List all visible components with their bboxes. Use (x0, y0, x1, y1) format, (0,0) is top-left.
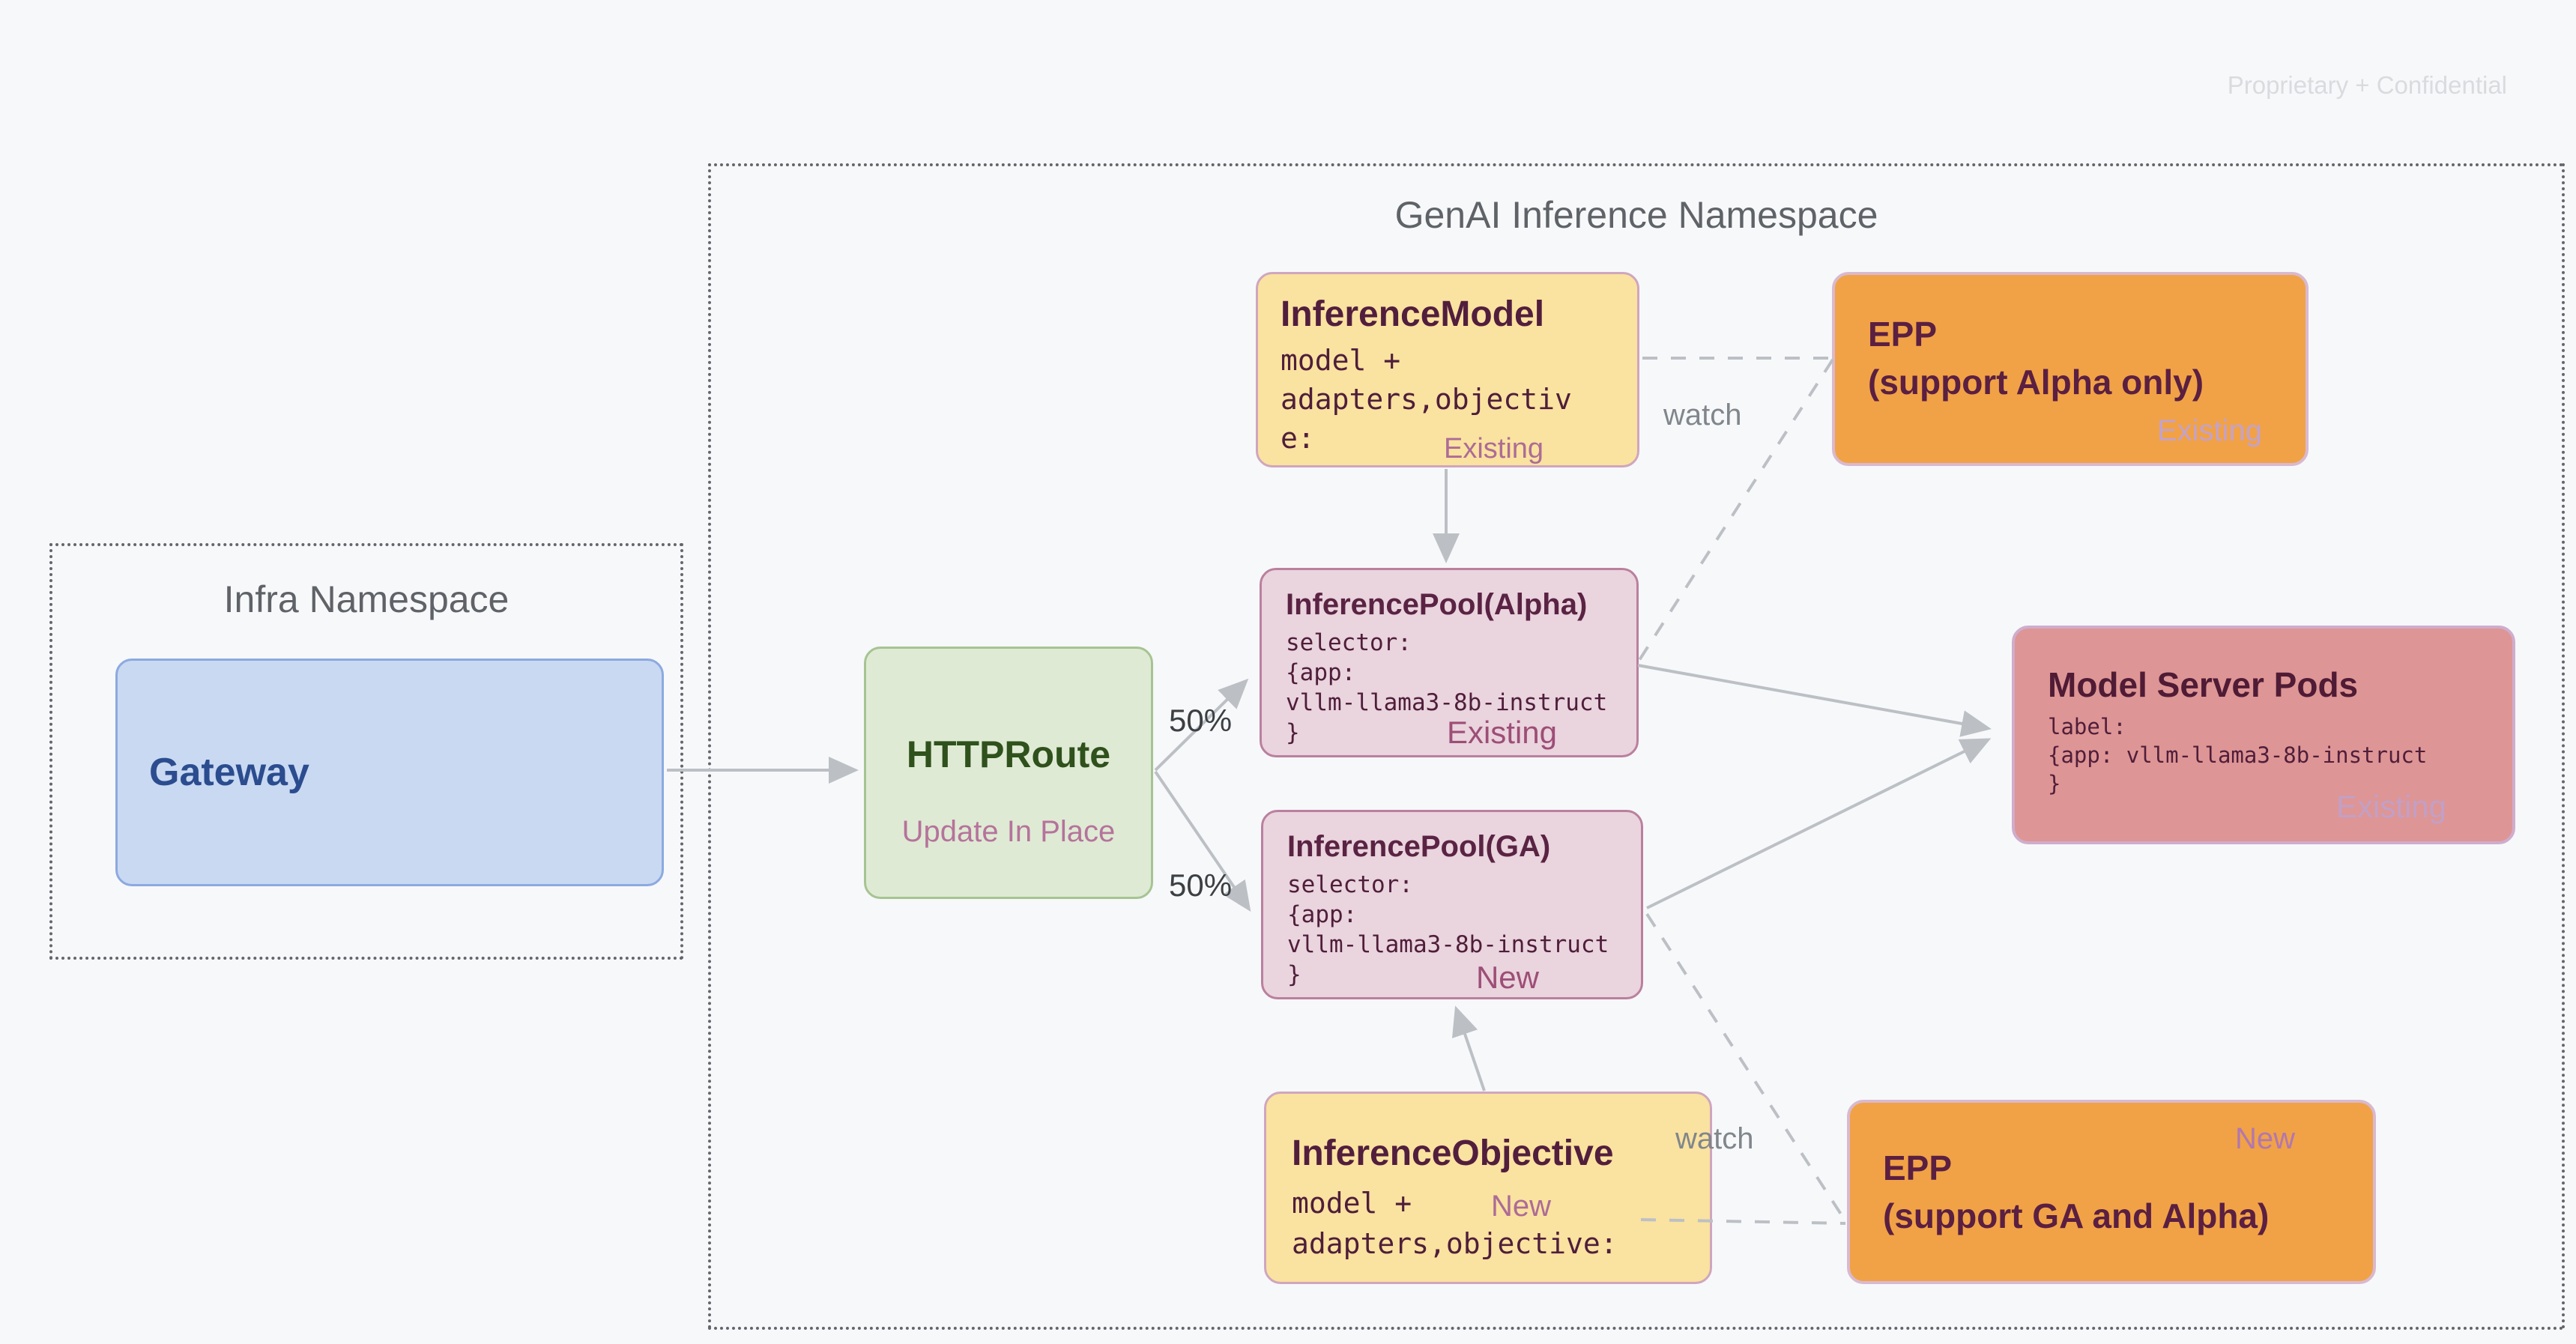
status-badge: New (1475, 960, 1539, 995)
status-badge: New (1491, 1190, 1552, 1223)
httproute-title: HTTPRoute (906, 733, 1111, 775)
epp-alpha-node: EPP (support Alpha only) Existing (1832, 272, 2309, 466)
pool-ga-title: InferencePool(GA) (1287, 830, 1551, 863)
httproute-subtitle: Update In Place (901, 815, 1116, 848)
model-server-pods-node: Model Server Pods label: {app: vllm-llam… (2012, 626, 2515, 844)
inference-model-node: InferenceModel model + adapters,objectiv… (1256, 272, 1639, 467)
epp-alpha-title-line1: EPP (1868, 314, 1938, 354)
code-line: } (1286, 719, 1300, 746)
pool-alpha-code: selector: {app: vllm-llama3-8b-instruct … (1286, 628, 1612, 748)
inference-objective-title: InferenceObjective (1292, 1133, 1614, 1173)
traffic-split-label-top: 50% (1169, 703, 1233, 738)
status-badge: Existing (2335, 789, 2446, 824)
inference-pool-alpha-node: InferencePool(Alpha) selector: {app: vll… (1260, 568, 1639, 757)
infra-namespace-box: Infra Namespace (49, 543, 683, 960)
infra-namespace-title: Infra Namespace (223, 578, 510, 620)
code-line: label: (2048, 714, 2126, 739)
pool-alpha-title: InferencePool(Alpha) (1286, 588, 1588, 621)
inference-model-code: model + adapters,objectiv e: (1281, 341, 1615, 458)
watermark: Proprietary + Confidential (2227, 71, 2507, 99)
code-line: vllm-llama3-8b-instruct (1287, 931, 1609, 958)
code-line: model + (1281, 344, 1401, 377)
code-line: adapters,objective: (1292, 1227, 1618, 1260)
gateway-node: Gateway (115, 659, 664, 886)
genai-namespace-title: GenAI Inference Namespace (1394, 194, 1878, 236)
inference-objective-code: model + adapters,objective: (1292, 1183, 1684, 1264)
code-line: selector: (1286, 629, 1412, 656)
model-server-pods-title: Model Server Pods (2048, 665, 2359, 704)
status-badge: Existing (1444, 433, 1544, 464)
watch-label-bottom: watch (1675, 1122, 1754, 1155)
inference-pool-ga-node: InferencePool(GA) selector: {app: vllm-l… (1261, 810, 1643, 999)
inference-objective-node: InferenceObjective model + adapters,obje… (1264, 1092, 1712, 1284)
traffic-split-label-bottom: 50% (1169, 868, 1233, 903)
code-line: {app: (1286, 659, 1356, 686)
httproute-node: HTTPRoute Update In Place (864, 647, 1153, 899)
epp-ga-title-line2: (support GA and Alpha) (1883, 1196, 2270, 1235)
epp-ga-node: EPP (support GA and Alpha) New (1847, 1100, 2376, 1284)
watch-label-top: watch (1663, 399, 1742, 432)
code-line: } (2048, 771, 2061, 796)
code-line: } (1287, 961, 1301, 988)
code-line: {app: vllm-llama3-8b-instruct (2048, 742, 2428, 768)
epp-alpha-title-line2: (support Alpha only) (1868, 362, 2204, 402)
status-badge: New (2234, 1122, 2295, 1155)
inference-model-title: InferenceModel (1281, 294, 1545, 334)
code-line: e: (1281, 422, 1315, 455)
code-line: adapters,objectiv (1281, 383, 1572, 416)
model-server-pods-code: label: {app: vllm-llama3-8b-instruct } (2048, 712, 2479, 798)
status-badge: Existing (1446, 715, 1557, 750)
code-line: model + (1292, 1187, 1412, 1220)
genai-namespace-box: GenAI Inference Namespace (708, 163, 2565, 1330)
pool-ga-code: selector: {app: vllm-llama3-8b-instruct … (1287, 870, 1617, 990)
status-badge: Existing (2156, 414, 2262, 447)
code-line: vllm-llama3-8b-instruct (1286, 689, 1608, 716)
gateway-title: Gateway (149, 751, 309, 794)
code-line: selector: (1287, 871, 1413, 898)
epp-ga-title-line1: EPP (1883, 1148, 1953, 1187)
code-line: {app: (1287, 901, 1358, 928)
